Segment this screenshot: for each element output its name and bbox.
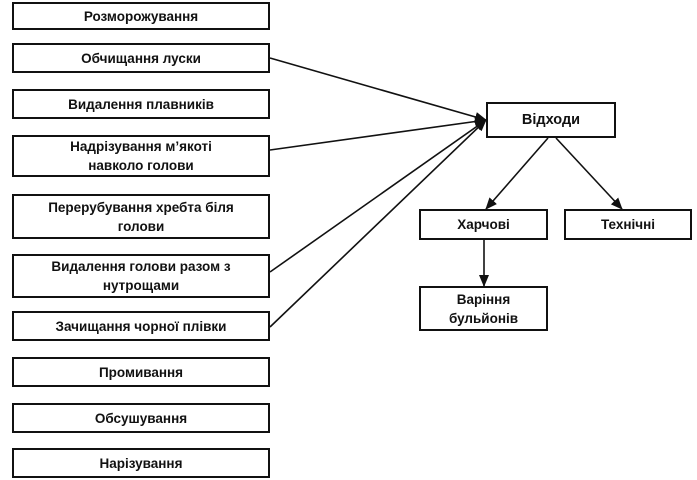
step-head-removal: Видалення голови разом з нутрощами — [12, 254, 270, 298]
step-black-film-cleaning: Зачищання чорної плівки — [12, 311, 270, 341]
step-fin-removal: Видалення плавників — [12, 89, 270, 119]
waste-box: Відходи — [486, 102, 616, 138]
broth-label: Варіння бульйонів — [448, 291, 519, 326]
technical-waste-label: Технічні — [600, 217, 656, 232]
step-label: Розморожування — [83, 8, 199, 24]
step-label: Промивання — [98, 364, 184, 380]
step-label: Обчищання луски — [81, 50, 201, 66]
waste-label: Відходи — [521, 111, 581, 128]
technical-waste-box: Технічні — [564, 209, 692, 240]
step-label: Зачищання чорної плівки — [55, 318, 227, 334]
step-label: Видалення плавників — [68, 96, 214, 112]
step-defrosting: Розморожування — [12, 2, 270, 30]
arrow-incision-to-waste — [269, 116, 487, 151]
step-label: Обсушування — [94, 410, 188, 426]
step-cutting-spine: Перерубування хребта біля голови — [12, 194, 270, 239]
arrow-waste-to-food — [485, 137, 549, 210]
step-incision-around-head: Надрізування м’якоті навколо голови — [12, 135, 270, 177]
arrow-head-removal-to-waste — [269, 119, 487, 273]
step-scaling: Обчищання луски — [12, 43, 270, 73]
arrow-waste-to-technical — [555, 137, 623, 210]
food-waste-box: Харчові — [419, 209, 548, 240]
broth-box: Варіння бульйонів — [419, 286, 548, 331]
step-cutting: Нарізування — [12, 448, 270, 478]
step-label: Перерубування хребта біля голови — [48, 199, 234, 234]
step-washing: Промивання — [12, 357, 270, 387]
step-drying: Обсушування — [12, 403, 270, 433]
arrow-scaling-to-waste — [269, 57, 487, 122]
step-label: Нарізування — [99, 455, 183, 471]
food-waste-label: Харчові — [457, 217, 510, 232]
step-label: Надрізування м’якоті навколо голови — [70, 139, 212, 173]
step-label: Видалення голови разом з нутрощами — [51, 259, 231, 293]
arrow-film-to-waste — [269, 119, 487, 328]
